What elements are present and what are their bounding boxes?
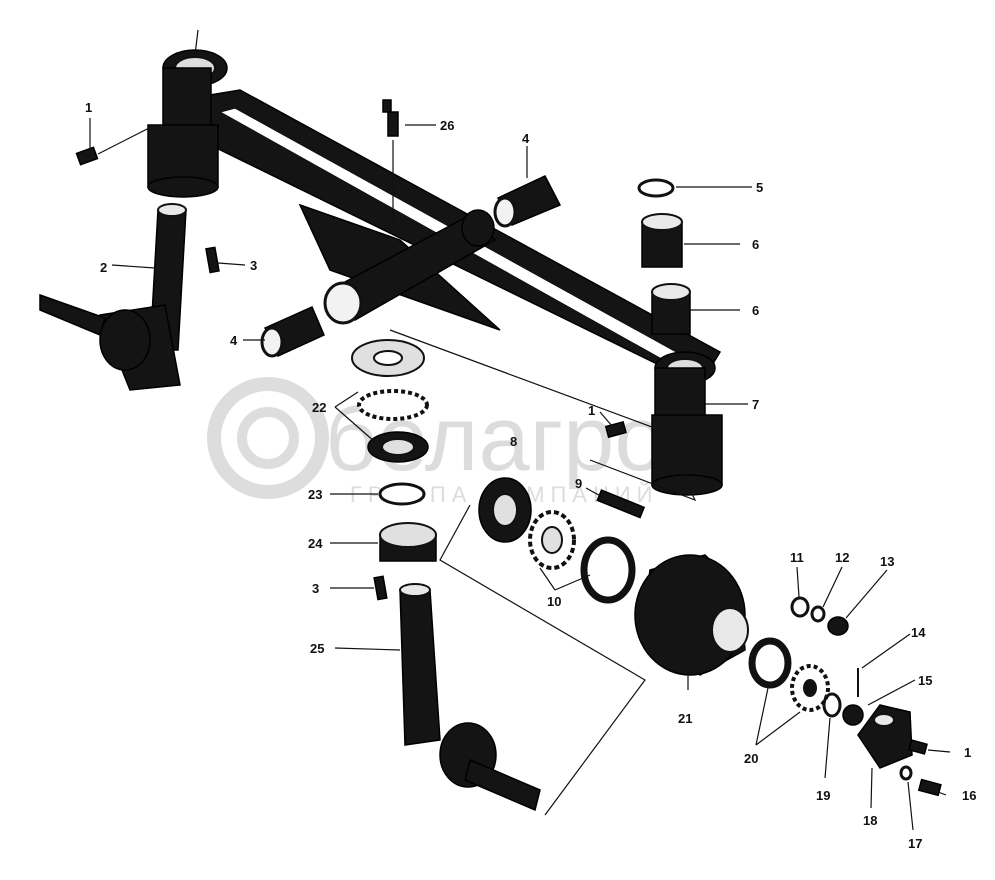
label-12: 12 (835, 550, 849, 565)
axle-beam (147, 49, 723, 496)
part-labels: 1 26 4 5 6 3 2 6 4 22 7 1 8 23 9 24 10 1… (85, 100, 976, 851)
label-1-left: 1 (85, 100, 92, 115)
key-upper (205, 246, 220, 274)
o-ring (637, 178, 675, 198)
grease-fitting-right (604, 420, 627, 439)
washer-12 (810, 605, 826, 623)
assembly-frame-lower (439, 504, 646, 816)
bushing-left (260, 306, 325, 358)
label-6-lower: 6 (752, 303, 759, 318)
assembly-frame-upper (389, 329, 697, 502)
watermark-logo-icon (207, 377, 329, 499)
label-1-right: 1 (588, 403, 595, 418)
key-lower (373, 575, 388, 601)
label-20: 20 (744, 751, 758, 766)
bearing-outer (478, 477, 532, 543)
label-6-upper: 6 (752, 237, 759, 252)
label-8: 8 (510, 434, 517, 449)
seal-19 (822, 692, 842, 718)
label-9: 9 (575, 476, 582, 491)
roller-bearing-inner (790, 664, 830, 712)
label-14: 14 (911, 625, 926, 640)
hub-cap (857, 704, 913, 769)
label-18: 18 (863, 813, 877, 828)
leader-lines (89, 29, 951, 831)
label-2: 2 (100, 260, 107, 275)
label-11: 11 (790, 550, 804, 565)
label-26: 26 (440, 118, 454, 133)
label-4-left: 4 (230, 333, 238, 348)
wheel-hub (634, 554, 749, 676)
label-23: 23 (308, 487, 322, 502)
label-4-top: 4 (522, 131, 530, 146)
label-5: 5 (756, 180, 763, 195)
bushing-upper-right (641, 213, 683, 268)
label-16: 16 (962, 788, 976, 803)
washer-11 (790, 596, 810, 618)
watermark: белагро ГРУППА КОМПАНИЙ (207, 377, 666, 507)
steering-knuckle-left (39, 203, 187, 391)
bushing-top (493, 175, 562, 228)
label-13: 13 (880, 554, 894, 569)
label-24: 24 (308, 536, 323, 551)
label-3-lower: 3 (312, 581, 319, 596)
steering-knuckle-right (399, 583, 541, 812)
nut-13 (827, 616, 849, 636)
label-19: 19 (816, 788, 830, 803)
label-15: 15 (918, 673, 932, 688)
label-7: 7 (752, 397, 759, 412)
label-21: 21 (678, 711, 692, 726)
bushing-lower-right (651, 283, 691, 335)
bearing-race-inner (748, 637, 792, 689)
grease-fitting-top (382, 99, 399, 137)
grease-fitting-left (75, 146, 99, 166)
label-3-upper: 3 (250, 258, 257, 273)
label-25: 25 (310, 641, 324, 656)
label-17: 17 (908, 836, 922, 851)
grease-fitting-cap (908, 739, 928, 755)
label-10: 10 (547, 594, 561, 609)
bearing-race (580, 536, 636, 604)
thrust-bearing-stack (351, 339, 437, 562)
label-22: 22 (312, 400, 326, 415)
castle-nut (842, 704, 864, 726)
washer-17 (899, 765, 913, 781)
label-1-cap: 1 (964, 745, 971, 760)
bolt-16 (917, 778, 942, 797)
tapered-bearing (528, 510, 576, 570)
